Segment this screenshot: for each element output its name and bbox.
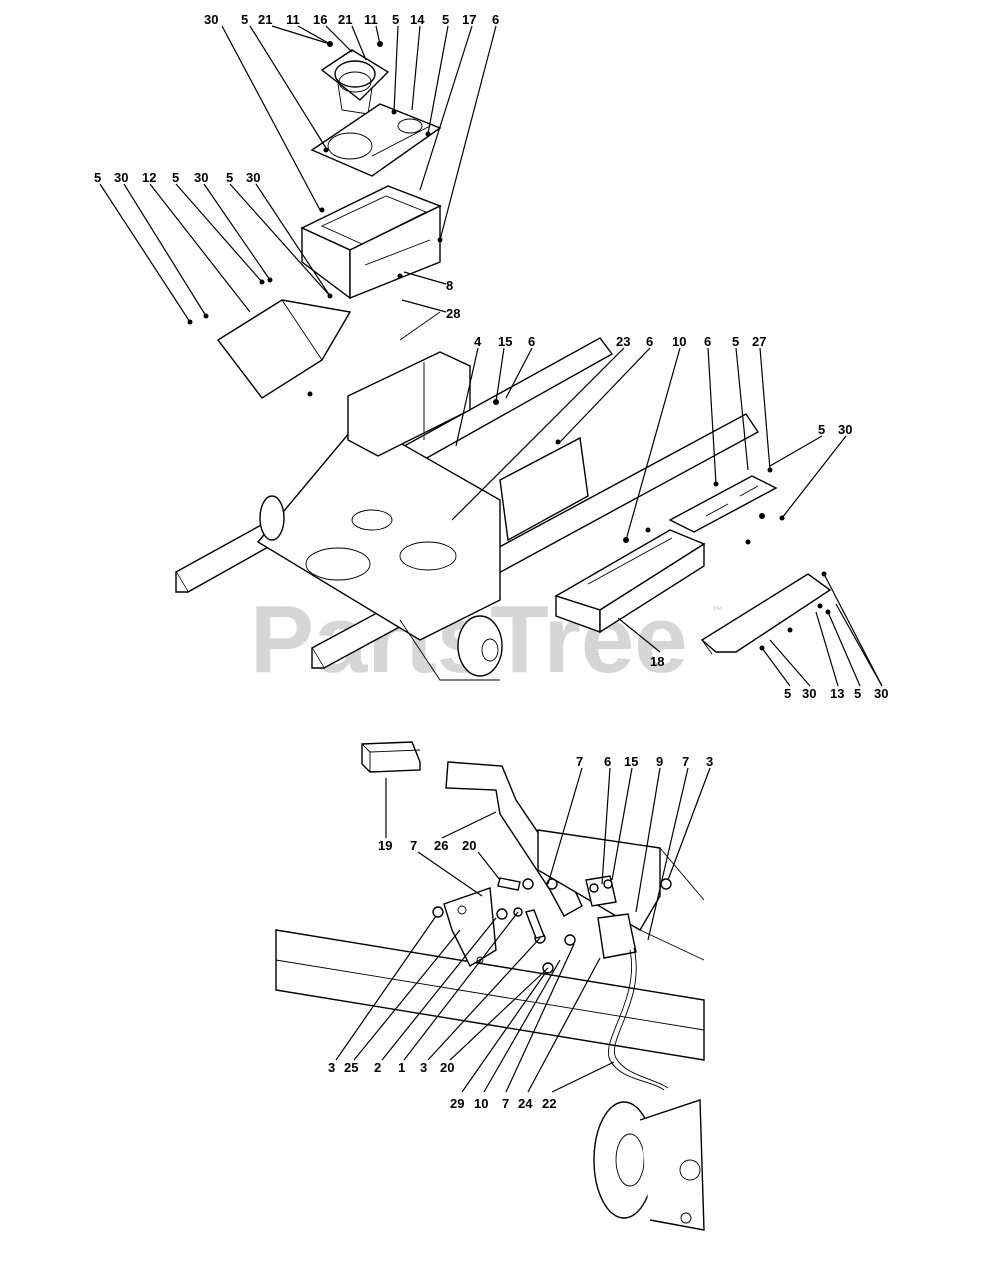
callout-14: 14 xyxy=(410,12,425,27)
callout-7-a: 7 xyxy=(410,838,417,853)
callout-25: 25 xyxy=(344,1060,358,1075)
callout-10-b: 10 xyxy=(474,1096,488,1111)
watermark-trademark: ™ xyxy=(712,605,723,617)
frame-rail-bottom-part xyxy=(275,929,705,1061)
callout-3-c: 3 xyxy=(420,1060,427,1075)
callout-15-a: 15 xyxy=(498,334,512,349)
lever-part xyxy=(445,761,583,917)
chute-top-part xyxy=(320,49,390,115)
callout-20-a: 20 xyxy=(462,838,476,853)
callout-1: 1 xyxy=(398,1060,405,1075)
callout-7-d: 7 xyxy=(502,1096,509,1111)
callout-29: 29 xyxy=(450,1096,464,1111)
callout-6-d: 6 xyxy=(704,334,711,349)
handle-grip-part xyxy=(361,741,421,773)
callout-5-b: 5 xyxy=(392,12,399,27)
callout-5-j: 5 xyxy=(854,686,861,701)
shield-plate-part xyxy=(700,573,832,655)
cable-part xyxy=(608,947,669,1091)
frame-body-part xyxy=(256,419,503,681)
callout-3-b: 3 xyxy=(328,1060,335,1075)
callout-21-a: 21 xyxy=(258,12,272,27)
callout-17: 17 xyxy=(462,12,476,27)
callout-10-a: 10 xyxy=(672,334,686,349)
callout-7-b: 7 xyxy=(576,754,583,769)
callout-15-b: 15 xyxy=(624,754,638,769)
callout-5-e: 5 xyxy=(172,170,179,185)
callout-9: 9 xyxy=(656,754,663,769)
small-plate-part xyxy=(668,475,778,533)
callout-6-c: 6 xyxy=(646,334,653,349)
callout-4: 4 xyxy=(474,334,482,349)
callout-6-e: 6 xyxy=(604,754,611,769)
callout-13: 13 xyxy=(830,686,844,701)
mount-bracket-part xyxy=(347,311,589,542)
callout-30-g: 30 xyxy=(874,686,888,701)
callout-30-c: 30 xyxy=(194,170,208,185)
callout-22: 22 xyxy=(542,1096,556,1111)
callout-6-b: 6 xyxy=(528,334,535,349)
callout-21-b: 21 xyxy=(338,12,352,27)
callout-18: 18 xyxy=(650,654,664,669)
callout-26: 26 xyxy=(434,838,448,853)
leader-lines-top xyxy=(99,25,883,687)
callout-5-d: 5 xyxy=(94,170,101,185)
callout-30-d: 30 xyxy=(246,170,260,185)
callout-27: 27 xyxy=(752,334,766,349)
callout-2: 2 xyxy=(374,1060,381,1075)
callout-5-h: 5 xyxy=(818,422,825,437)
callout-20-b: 20 xyxy=(440,1060,454,1075)
callout-11-b: 11 xyxy=(364,12,378,27)
callout-30-f: 30 xyxy=(802,686,816,701)
callout-30-a: 30 xyxy=(204,12,218,27)
leader-lines-bottom xyxy=(335,767,711,1093)
gasket-plate-part xyxy=(310,103,442,177)
callout-8: 8 xyxy=(446,278,453,293)
callout-5-f: 5 xyxy=(226,170,233,185)
callout-5-a: 5 xyxy=(241,12,248,27)
callout-5-c: 5 xyxy=(442,12,449,27)
callout-19: 19 xyxy=(378,838,392,853)
callout-23: 23 xyxy=(616,334,630,349)
callout-6-a: 6 xyxy=(492,12,499,27)
hopper-box-part xyxy=(300,185,442,300)
deflector-part xyxy=(216,299,352,399)
callout-5-g: 5 xyxy=(732,334,739,349)
channel-part xyxy=(554,529,706,634)
callout-11-a: 11 xyxy=(286,12,300,27)
callout-16: 16 xyxy=(313,12,327,27)
callout-24: 24 xyxy=(518,1096,533,1111)
callout-30-b: 30 xyxy=(114,170,128,185)
callout-30-e: 30 xyxy=(838,422,852,437)
callout-28: 28 xyxy=(446,306,460,321)
callout-5-i: 5 xyxy=(784,686,791,701)
callout-12: 12 xyxy=(142,170,156,185)
callout-3-a: 3 xyxy=(706,754,713,769)
pulley-part xyxy=(593,1099,705,1231)
callout-7-c: 7 xyxy=(682,754,689,769)
